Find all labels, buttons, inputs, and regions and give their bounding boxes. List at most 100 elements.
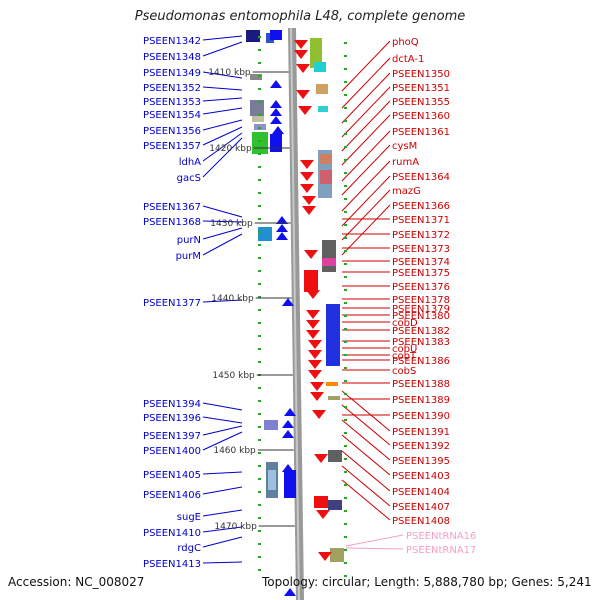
track-tick — [344, 510, 347, 512]
minus-strand-arrow — [282, 430, 294, 438]
gene-label-cysM: cysM — [392, 141, 417, 152]
gene-label-PSEEN1413: PSEEN1413 — [143, 559, 201, 570]
track-tick — [344, 367, 347, 369]
track-tick — [344, 575, 347, 577]
plus-strand-arrow — [298, 106, 312, 115]
minus-strand-arrow — [276, 232, 288, 240]
gene-label-mazG: mazG — [392, 186, 421, 197]
plus-strand-arrow — [296, 90, 310, 99]
gene-label-PSEENtRNA16: PSEENtRNA16 — [406, 531, 476, 542]
gene-label-PSEEN1390: PSEEN1390 — [392, 411, 450, 422]
gene-label-PSEEN1403: PSEEN1403 — [392, 471, 450, 482]
gene-leader-line — [202, 119, 243, 131]
gene-label-PSEEN1407: PSEEN1407 — [392, 502, 450, 513]
gene-leader-line — [202, 86, 243, 91]
plus-strand-gene — [314, 496, 328, 508]
track-tick — [344, 419, 347, 421]
track-tick — [258, 88, 261, 90]
track-tick — [344, 458, 347, 460]
gene-leader-line — [341, 450, 391, 492]
track-tick — [258, 114, 261, 116]
gene-leader-line — [202, 486, 243, 495]
gene-leader-line — [341, 465, 391, 507]
track-tick — [344, 432, 347, 434]
gene-label-rumA: rumA — [392, 157, 419, 168]
track-tick — [344, 315, 347, 317]
track-tick — [258, 283, 261, 285]
gene-block — [258, 227, 272, 241]
gene-label-PSEEN1375: PSEEN1375 — [392, 268, 450, 279]
plus-strand-gene — [304, 270, 318, 292]
gene-leader-line — [202, 132, 243, 162]
gene-block — [326, 382, 338, 386]
track-tick — [258, 439, 261, 441]
minus-strand-arrow — [276, 224, 288, 232]
gene-leader-line — [202, 126, 243, 146]
scale-label: 1430 kbp — [210, 219, 253, 229]
gene-label-purM: purM — [176, 251, 201, 262]
minus-strand-arrow — [270, 108, 282, 116]
gene-leader-line — [341, 479, 391, 521]
minus-strand-gene — [270, 30, 282, 40]
gene-label-PSEEN1368: PSEEN1368 — [143, 217, 201, 228]
track-tick — [258, 322, 261, 324]
plus-strand-arrow — [306, 310, 320, 319]
gene-leader-line — [202, 41, 243, 57]
gene-block — [246, 30, 260, 42]
track-tick — [258, 218, 261, 220]
plus-strand-arrow — [306, 290, 320, 299]
gene-label-PSEEN1374: PSEEN1374 — [392, 257, 450, 268]
plus-strand-arrow — [314, 454, 328, 463]
track-tick — [344, 289, 347, 291]
track-tick — [344, 536, 347, 538]
gene-label-PSEEN1378: PSEEN1378 — [392, 295, 450, 306]
scale-label: 1470 kbp — [214, 522, 257, 532]
track-tick — [258, 569, 261, 571]
gene-leader-line — [341, 175, 391, 227]
track-tick — [258, 478, 261, 480]
scale-label: 1440 kbp — [211, 294, 254, 304]
track-tick — [258, 244, 261, 246]
gene-label-PSEEN1354: PSEEN1354 — [143, 110, 201, 121]
track-tick — [258, 504, 261, 506]
plus-strand-arrow — [296, 64, 310, 73]
gene-label-PSEEN1356: PSEEN1356 — [143, 126, 201, 137]
gene-label-PSEEN1397: PSEEN1397 — [143, 431, 201, 442]
gene-leader-line — [202, 536, 243, 548]
track-tick — [344, 276, 347, 278]
gene-leader-line — [341, 72, 391, 124]
track-tick — [258, 452, 261, 454]
gene-label-PSEEN1364: PSEEN1364 — [392, 172, 450, 183]
minus-strand-arrow — [282, 298, 294, 306]
track-tick — [344, 237, 347, 239]
gene-label-PSEEN1350: PSEEN1350 — [392, 69, 450, 80]
gene-label-PSEEN1373: PSEEN1373 — [392, 244, 450, 255]
gene-label-PSEENtRNA17: PSEENtRNA17 — [406, 545, 476, 556]
gene-leader-line — [202, 299, 243, 303]
gene-leader-line — [341, 160, 391, 212]
track-tick — [258, 400, 261, 402]
gene-leader-line — [341, 434, 391, 476]
gene-leader-line — [202, 561, 243, 564]
gene-label-PSEEN1404: PSEEN1404 — [392, 487, 450, 498]
gene-block — [328, 396, 340, 400]
gene-block — [264, 420, 278, 430]
track-tick — [344, 263, 347, 265]
track-tick — [344, 393, 347, 395]
track-tick — [258, 127, 261, 129]
plus-strand-arrow — [306, 320, 320, 329]
minus-strand-arrow — [270, 100, 282, 108]
track-tick — [258, 75, 261, 77]
track-tick — [258, 257, 261, 259]
track-tick — [344, 211, 347, 213]
gene-label-PSEEN1366: PSEEN1366 — [392, 201, 450, 212]
gene-block — [250, 100, 264, 116]
gene-label-PSEEN1395: PSEEN1395 — [392, 456, 450, 467]
track-tick — [344, 380, 347, 382]
gene-block — [320, 154, 332, 164]
gene-label-PSEEN1405: PSEEN1405 — [143, 470, 201, 481]
gene-block — [328, 450, 342, 462]
gene-leader-line — [341, 204, 391, 256]
track-tick — [344, 224, 347, 226]
track-tick — [344, 328, 347, 330]
